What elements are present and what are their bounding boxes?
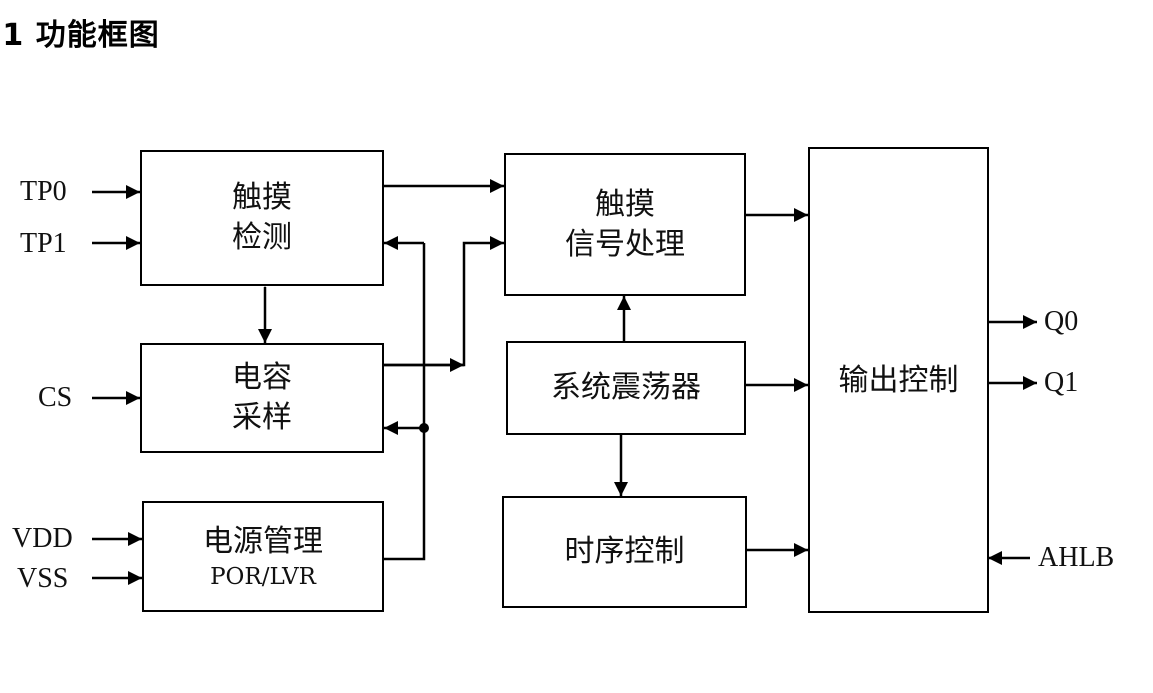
vss-label: VSS	[17, 563, 69, 594]
cap-sample-block: 电容 采样	[140, 343, 384, 453]
power-mgmt-block: 电源管理 POR/LVR	[142, 501, 384, 612]
oscillator-block: 系统震荡器	[506, 341, 746, 435]
power-mgmt-label: 电源管理	[203, 523, 323, 559]
sample-to-signal-path	[383, 236, 504, 367]
cap-sample-label-2: 采样	[232, 400, 292, 435]
junction-dot	[419, 423, 429, 433]
touch-signal-label-2: 信号处理	[565, 226, 685, 262]
section-heading: .1 功能框图	[0, 18, 160, 53]
tp1-label: TP1	[20, 228, 67, 259]
cs-label: CS	[38, 382, 73, 413]
touch-signal-block: 触摸 信号处理	[504, 153, 746, 296]
output-control-label: 输出控制	[838, 363, 959, 398]
touch-detect-label-1: 触摸	[232, 180, 292, 215]
timing-control-block: 时序控制	[502, 496, 747, 608]
timing-control-label: 时序控制	[564, 534, 685, 569]
tp0-label: TP0	[20, 176, 67, 207]
ahlb-label: AHLB	[1038, 542, 1115, 573]
touch-signal-label-1: 触摸	[595, 186, 655, 222]
output-control-block: 输出控制	[808, 147, 989, 613]
power-bus-line	[383, 243, 426, 561]
touch-detect-label-2: 检测	[232, 220, 292, 255]
q1-label: Q1	[1044, 367, 1079, 398]
cap-sample-label-1: 电容	[232, 360, 292, 395]
oscillator-label: 系统震荡器	[551, 370, 701, 405]
q0-label: Q0	[1044, 306, 1079, 337]
touch-detect-block: 触摸 检测	[140, 150, 384, 286]
power-mgmt-sublabel: POR/LVR	[210, 563, 316, 590]
vdd-label: VDD	[12, 523, 73, 554]
